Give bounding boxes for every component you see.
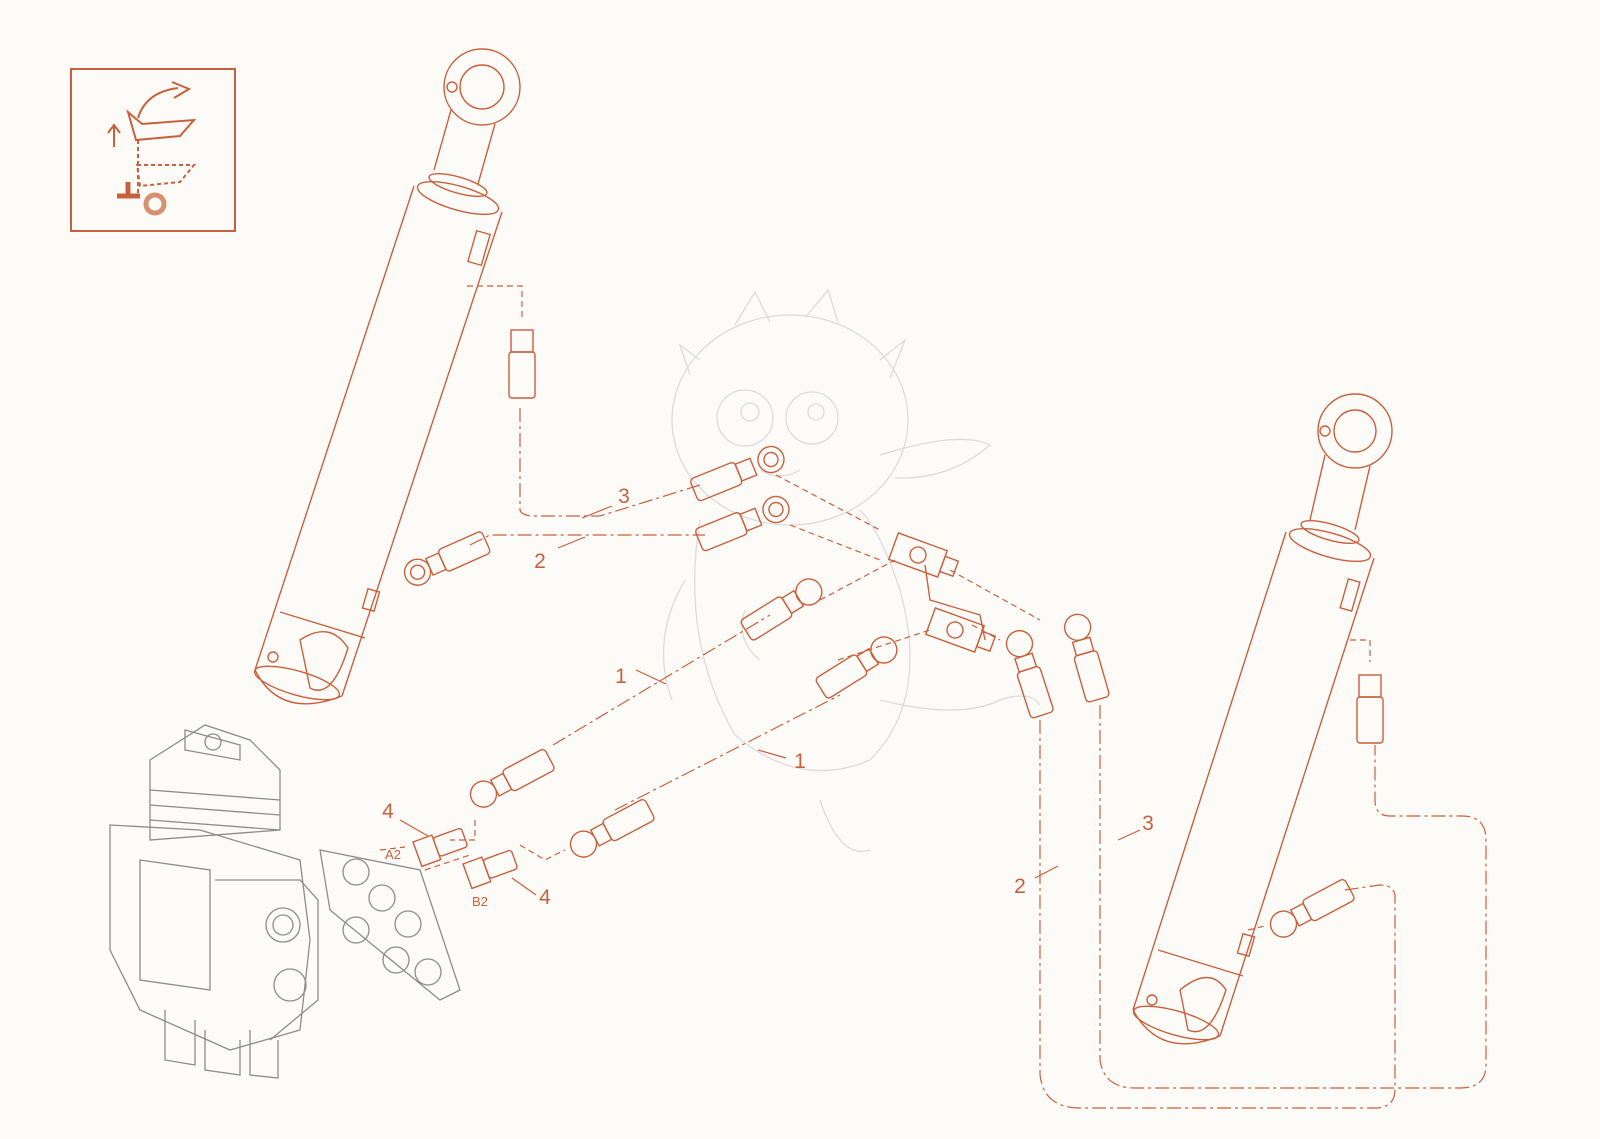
port-label-a2: A2 <box>385 847 401 862</box>
right-hydraulic-cylinder <box>1132 393 1393 1045</box>
bucket-tilt-icon <box>70 68 236 232</box>
callout-label: 1 <box>794 750 806 773</box>
callout-label: 4 <box>539 886 551 909</box>
callout-leaders <box>399 505 1141 896</box>
cartoon-dragon-watermark <box>662 288 1041 852</box>
valve-gasket <box>319 849 461 1001</box>
callout-label: 3 <box>618 485 630 508</box>
callout-label: 2 <box>534 550 546 573</box>
control-valve <box>109 724 319 1079</box>
callout-label: 3 <box>1142 812 1154 835</box>
hose-fittings <box>403 329 1384 938</box>
callout-label: 1 <box>615 665 627 688</box>
port-label-b2: B2 <box>472 894 488 909</box>
callout-label: 4 <box>382 800 394 823</box>
left-hydraulic-cylinder <box>253 48 521 705</box>
hose-connection-lines <box>379 285 1487 1109</box>
callout-label: 2 <box>1014 875 1026 898</box>
